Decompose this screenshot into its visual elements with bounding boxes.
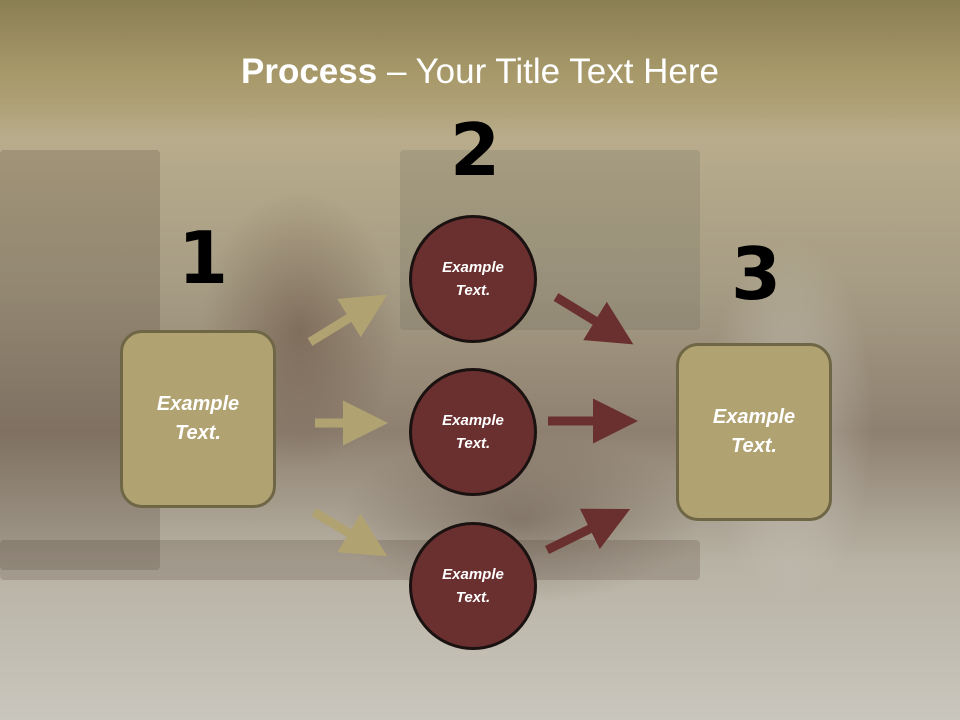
step-number-3: 3: [731, 232, 782, 316]
page-title: Process – Your Title Text Here: [0, 52, 960, 92]
circle-3: Example Text.: [409, 522, 537, 650]
circle-2: Example Text.: [409, 368, 537, 496]
title-bold: Process: [241, 52, 378, 91]
circle-2-line1: Example: [442, 411, 504, 429]
circle-1: Example Text.: [409, 215, 537, 343]
step-1-text-line2: Text.: [175, 422, 221, 444]
circle-2-line2: Text.: [455, 435, 491, 452]
step-number-2: 2: [450, 108, 501, 192]
arrow-to-circle-1: [307, 294, 388, 346]
circle-1-line1: Example: [442, 258, 504, 276]
title-band: [0, 0, 960, 140]
step-3-box: Example Text.: [676, 343, 832, 521]
step-number-1: 1: [178, 216, 229, 300]
arrow-to-circle-3: [311, 508, 388, 557]
circle-3-line1: Example: [442, 565, 504, 583]
step-1-box: Example Text.: [120, 330, 276, 508]
circle-3-line2: Text.: [455, 589, 491, 606]
arrow-from-circle-1: [553, 293, 634, 345]
arrow-from-circle-3: [545, 508, 631, 555]
circle-1-line2: Text.: [455, 282, 491, 299]
title-rest: – Your Title Text Here: [377, 52, 719, 91]
step-1-text-line1: Example: [156, 393, 240, 415]
step-3-text-line2: Text.: [731, 435, 777, 457]
step-3-text-line1: Example: [712, 406, 796, 428]
